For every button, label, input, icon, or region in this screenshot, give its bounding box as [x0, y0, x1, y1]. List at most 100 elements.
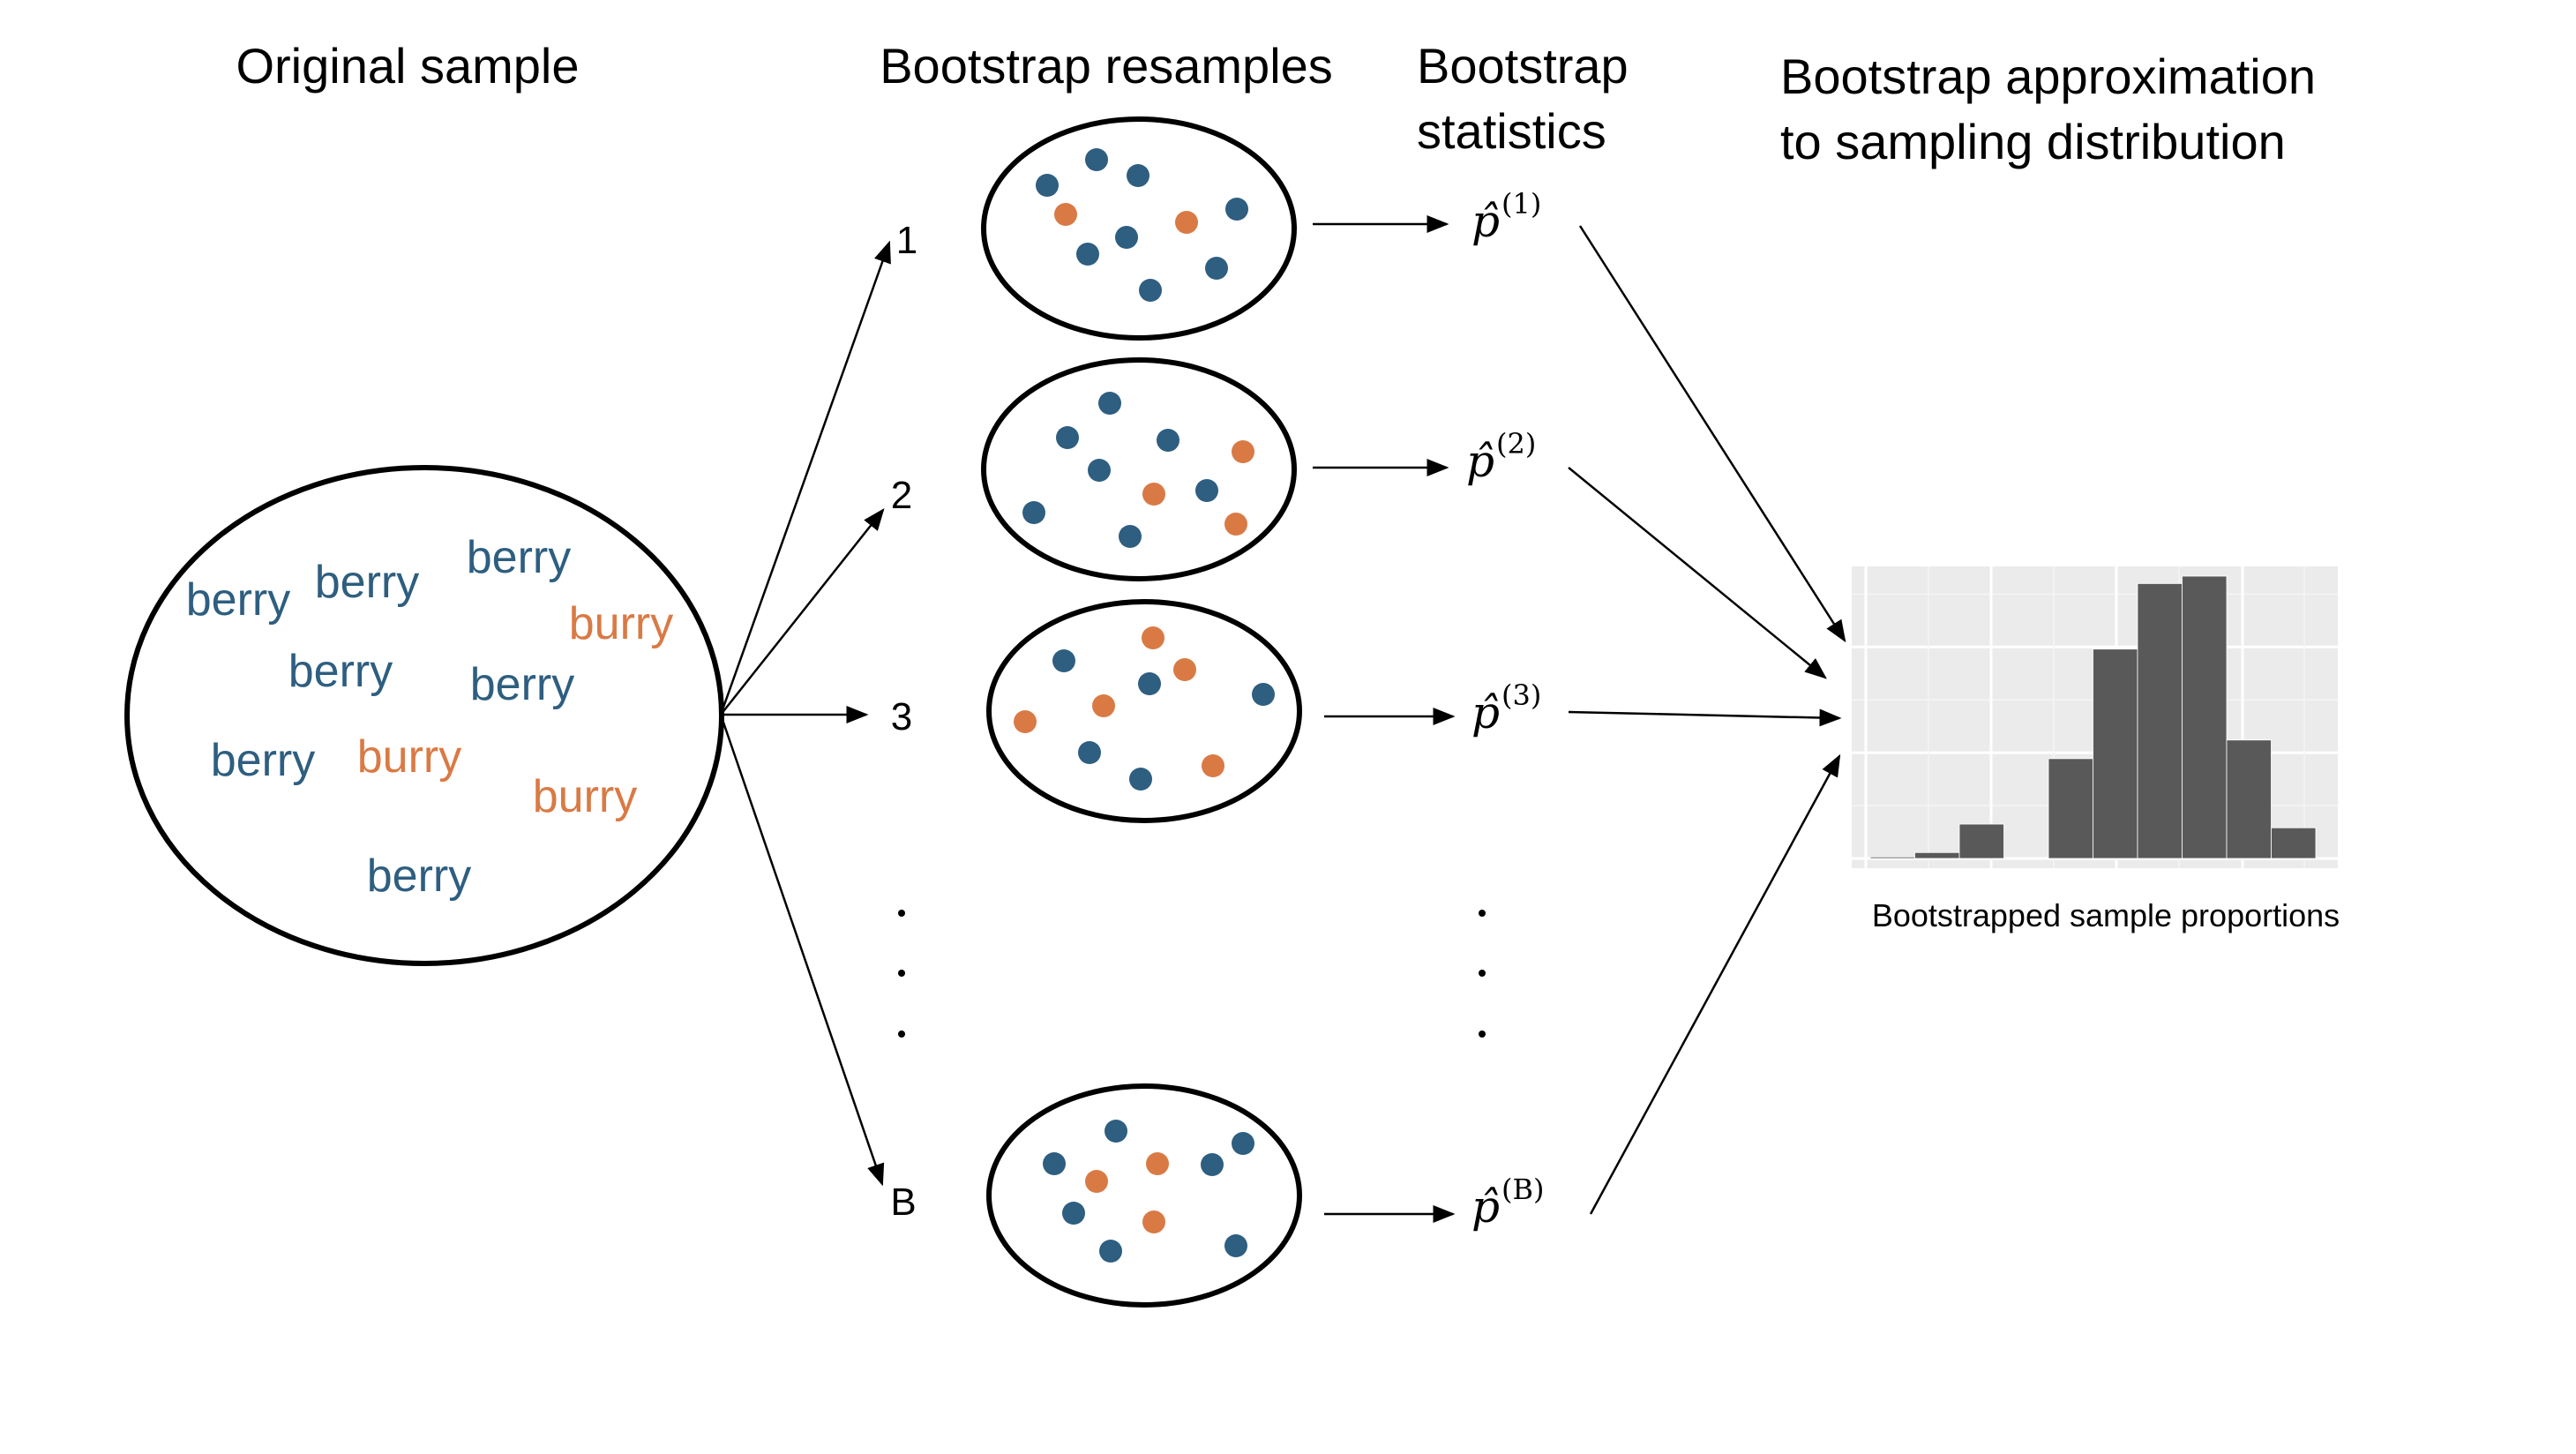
resample-arrows [719, 240, 891, 1187]
sample-word-berry: berry [186, 574, 290, 626]
resample-dot-burry [1173, 658, 1196, 681]
heading-bootstrap-statistics-line2: statistics [1417, 103, 1606, 159]
resample-dot-berry [1052, 649, 1075, 672]
converging-arrow [1568, 467, 1827, 679]
resample-dot-berry [1232, 1132, 1254, 1155]
resample-dot-berry [1036, 174, 1059, 197]
histogram-bar [1914, 851, 1960, 859]
resample-dot-berry [1043, 1152, 1066, 1175]
resample-dot-berry [1205, 257, 1228, 280]
bootstrap-statistic: p̂ [1471, 1181, 1500, 1233]
resample-dot-berry [1099, 1240, 1122, 1263]
histogram-bar [2093, 648, 2138, 859]
histogram-bar [1869, 856, 1915, 859]
resample-dot-berry [1062, 1202, 1085, 1225]
resample-dot-berry [1224, 1234, 1247, 1257]
heading-bootstrap-statistics-line1: Bootstrap [1417, 38, 1629, 94]
resample-dot-berry [1022, 501, 1045, 524]
sample-word-berry: berry [367, 851, 471, 902]
converging-arrow [1578, 225, 1846, 643]
resample-dot-berry [1195, 479, 1218, 502]
histogram-bar [2137, 582, 2183, 859]
converging-arrow [1568, 708, 1842, 727]
histogram-bar [2182, 575, 2228, 859]
resample-dot-berry [1225, 198, 1248, 221]
heading-original-sample: Original sample [236, 38, 579, 94]
histogram-bar [2226, 739, 2272, 859]
resample-dot-berry [1085, 148, 1108, 171]
converging-arrow [1589, 753, 1841, 1215]
sample-word-berry: berry [470, 659, 574, 710]
resample-index-label: B [890, 1180, 916, 1224]
resample-dot-berry [1088, 459, 1111, 482]
ellipsis-dot [1479, 1031, 1486, 1038]
ellipsis-dot [898, 970, 905, 977]
resample-arrow [719, 714, 885, 1187]
resample-dot-burry [1142, 1210, 1165, 1233]
bootstrap-statistic: p̂ [1466, 436, 1494, 487]
heading-bootstrap-approximation-line1: Bootstrap approximation [1780, 49, 2316, 104]
heading-bootstrap-resamples: Bootstrap resamples [880, 38, 1333, 94]
resample-dot-berry [1098, 392, 1121, 415]
resample-dot-burry [1014, 710, 1037, 733]
sample-word-berry: berry [211, 735, 315, 786]
resample-arrow [719, 240, 891, 716]
resample-dot-berry [1138, 672, 1161, 695]
resample-1: 1 p̂(1) [896, 116, 1541, 341]
ellipsis-dot [1479, 970, 1486, 977]
sample-word-burry: burry [357, 731, 461, 783]
ellipsis-dot [1479, 910, 1486, 917]
vertical-ellipsis [898, 910, 1486, 1038]
resample-dot-berry [1076, 243, 1099, 266]
resample-index-label: 2 [891, 474, 912, 517]
resample-dot-berry [1252, 683, 1275, 706]
resample-dot-burry [1232, 440, 1254, 463]
resample-dot-berry [1105, 1120, 1127, 1143]
sample-word-berry: berry [288, 646, 393, 697]
resample-dot-berry [1157, 429, 1179, 452]
resample-dot-burry [1224, 513, 1247, 536]
sample-word-berry: berry [315, 557, 419, 608]
converging-arrows [1568, 225, 1846, 1215]
resample-ellipse [981, 357, 1297, 581]
ellipsis-dot [898, 1031, 905, 1038]
bootstrap-statistic: p̂ [1471, 196, 1500, 247]
resample-ellipse [981, 116, 1297, 341]
resample-dot-berry [1127, 164, 1149, 187]
resample-dot-berry [1119, 525, 1142, 548]
bootstrap-statistic-superscript: (2) [1496, 427, 1536, 461]
resample-index-label: 3 [891, 695, 912, 738]
resample-index-label: 1 [896, 219, 917, 262]
sample-word-burry: burry [569, 598, 673, 649]
resample-dot-burry [1092, 694, 1115, 717]
sample-word-berry: berry [467, 532, 571, 583]
resample-dot-burry [1142, 483, 1165, 506]
heading-bootstrap-approximation-line2: to sampling distribution [1780, 114, 2286, 169]
histogram-bar [2048, 758, 2093, 859]
resample-dot-burry [1142, 626, 1164, 649]
resample-dot-berry [1078, 741, 1101, 764]
resample-dot-burry [1085, 1170, 1108, 1193]
resample-ellipse [986, 599, 1302, 823]
bootstrap-statistic-superscript: (1) [1501, 187, 1541, 221]
resample-2: 2 p̂(2) [891, 357, 1536, 581]
sample-word-burry: burry [533, 771, 637, 822]
histogram-caption: Bootstrapped sample proportions [1872, 897, 2340, 933]
resample-dot-burry [1202, 754, 1224, 777]
resample-dot-berry [1201, 1153, 1224, 1176]
resample-dot-berry [1139, 279, 1162, 302]
resample-arrow [720, 508, 885, 716]
resample-dot-berry [1115, 226, 1138, 249]
resample-dot-burry [1175, 211, 1198, 234]
resample-ellipse [986, 1083, 1302, 1308]
resample-dot-burry [1146, 1152, 1169, 1175]
resample-dot-berry [1056, 426, 1079, 449]
bootstrap-statistic-superscript: (B) [1501, 1173, 1544, 1206]
resample-dot-burry [1054, 203, 1077, 226]
resample-dot-berry [1129, 768, 1152, 791]
